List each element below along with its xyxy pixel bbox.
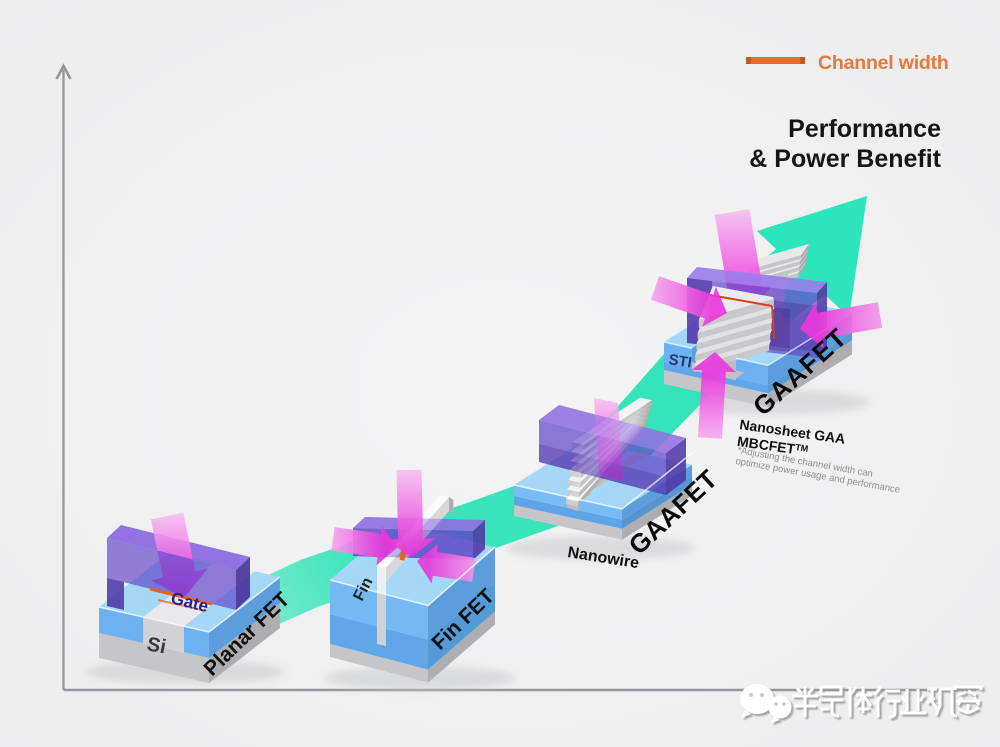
svg-text:STI: STI	[667, 351, 693, 371]
svg-text:& Power Benefit: & Power Benefit	[749, 145, 941, 173]
svg-text:Performance: Performance	[788, 115, 941, 143]
svg-text:Channel width: Channel width	[818, 52, 949, 74]
svg-text:Si: Si	[145, 633, 168, 658]
